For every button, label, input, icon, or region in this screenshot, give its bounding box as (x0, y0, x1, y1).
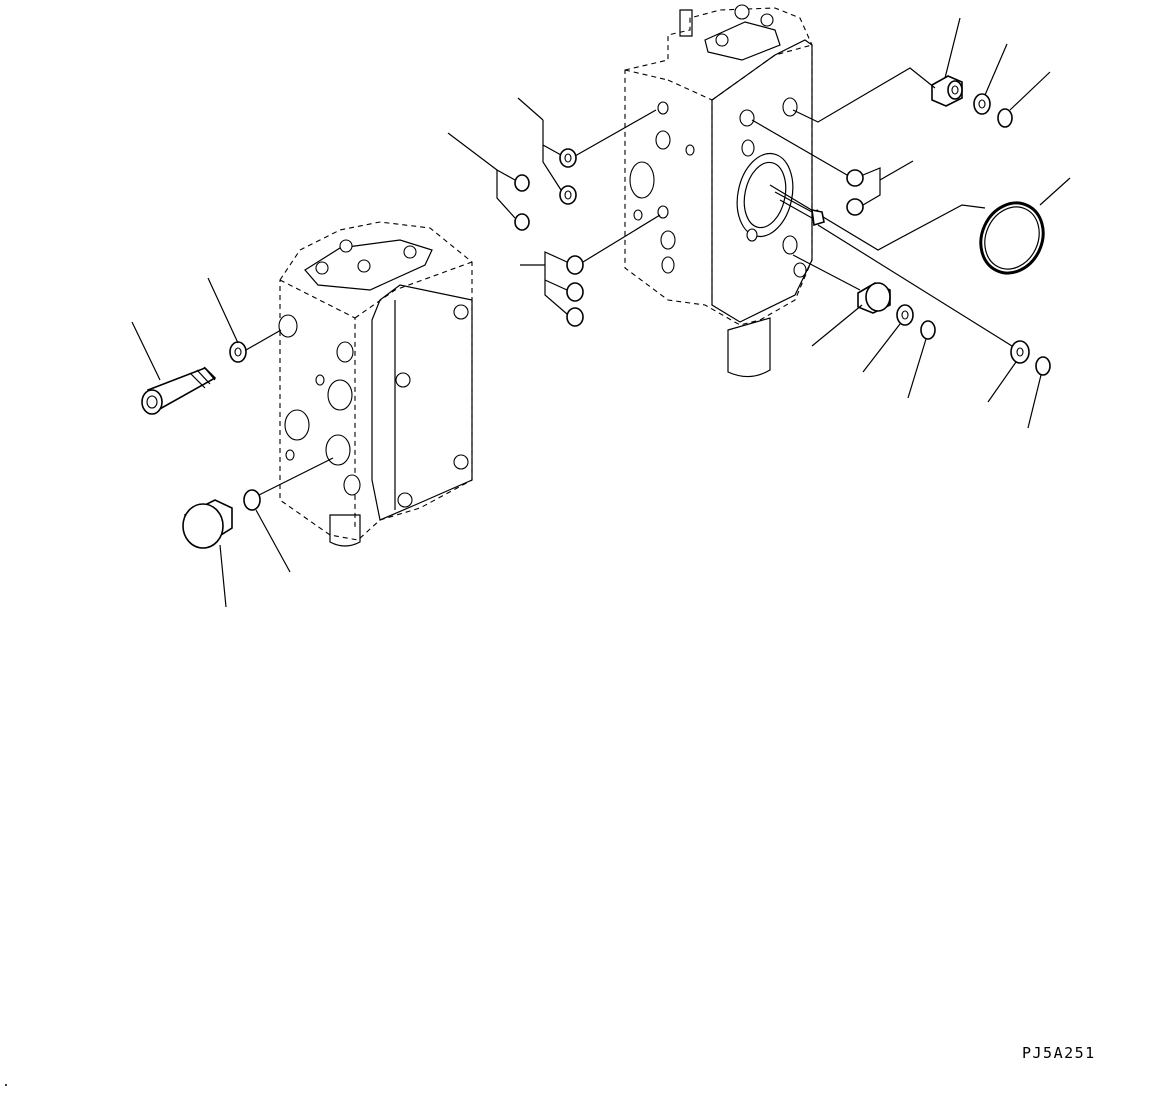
bolt (131, 321, 217, 415)
fitting-group-c (520, 214, 661, 327)
o-ring (243, 457, 334, 573)
cap-mid-right (792, 254, 891, 347)
corner-dot (5, 1084, 7, 1086)
washer-low-right (817, 224, 1030, 403)
washer (207, 277, 282, 363)
o-ring-mid-right (907, 320, 936, 399)
cap-top-right (792, 17, 963, 123)
plug (182, 499, 233, 608)
seal-pair-right (751, 119, 914, 216)
large-o-ring (769, 177, 1071, 275)
o-ring-top-right (997, 71, 1051, 128)
drawing-code: PJ5A251 (1022, 1044, 1096, 1062)
fitting-group-b (447, 132, 530, 231)
washer-top-right (973, 43, 1008, 115)
shaft-right (774, 191, 825, 227)
left-valve-body (278, 221, 473, 547)
o-ring-low-right (1027, 356, 1051, 429)
fitting-group-a (517, 97, 657, 205)
right-valve-body (624, 4, 813, 378)
washer-mid-right (862, 304, 914, 373)
